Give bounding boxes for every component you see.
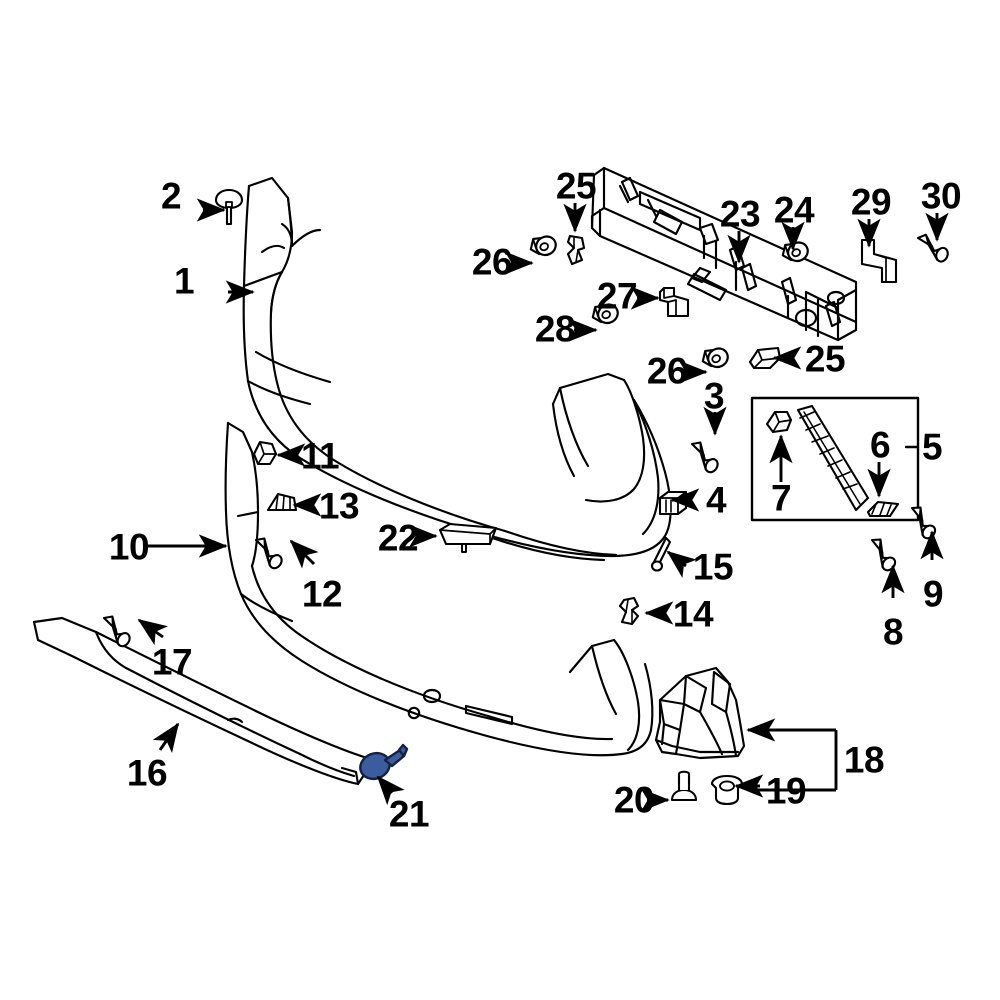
callout-2[interactable]: 2 — [160, 175, 182, 217]
callout-21[interactable]: 21 — [388, 793, 430, 835]
callout-22[interactable]: 22 — [377, 517, 419, 559]
callout-26-lower[interactable]: 26 — [646, 350, 688, 392]
callout-9[interactable]: 9 — [922, 573, 944, 615]
callout-24[interactable]: 24 — [773, 189, 815, 231]
callout-27[interactable]: 27 — [596, 275, 638, 317]
callout-17[interactable]: 17 — [151, 641, 193, 683]
callout-14[interactable]: 14 — [672, 593, 714, 635]
callout-20[interactable]: 20 — [613, 779, 655, 821]
leader-12 — [289, 539, 319, 569]
callout-8[interactable]: 8 — [882, 611, 904, 653]
callout-10[interactable]: 10 — [108, 526, 150, 568]
callout-11[interactable]: 11 — [300, 435, 340, 477]
callout-13[interactable]: 13 — [318, 485, 360, 527]
callout-29[interactable]: 29 — [850, 181, 892, 223]
callout-12[interactable]: 12 — [301, 573, 343, 615]
callout-15[interactable]: 15 — [692, 546, 734, 588]
leader-17 — [137, 618, 168, 646]
leader-16 — [152, 722, 180, 754]
callout-4[interactable]: 4 — [705, 479, 727, 521]
callout-25-upper[interactable]: 25 — [555, 165, 597, 207]
leader-15 — [666, 550, 697, 578]
callout-23[interactable]: 23 — [719, 193, 761, 235]
callout-7[interactable]: 7 — [770, 477, 792, 519]
leader-21 — [376, 775, 405, 806]
callout-19[interactable]: 19 — [765, 770, 807, 812]
callout-3[interactable]: 3 — [703, 375, 725, 417]
callout-28[interactable]: 28 — [534, 308, 576, 350]
callout-25-lower[interactable]: 25 — [804, 338, 846, 380]
leader-18 — [746, 718, 838, 792]
callout-1[interactable]: 1 — [173, 260, 195, 302]
callout-5[interactable]: 5 — [921, 426, 943, 468]
callout-30[interactable]: 30 — [920, 175, 962, 217]
callout-16[interactable]: 16 — [126, 752, 168, 794]
callout-18[interactable]: 18 — [843, 739, 885, 781]
callout-6[interactable]: 6 — [869, 424, 891, 466]
callout-26-upper[interactable]: 26 — [471, 241, 513, 283]
